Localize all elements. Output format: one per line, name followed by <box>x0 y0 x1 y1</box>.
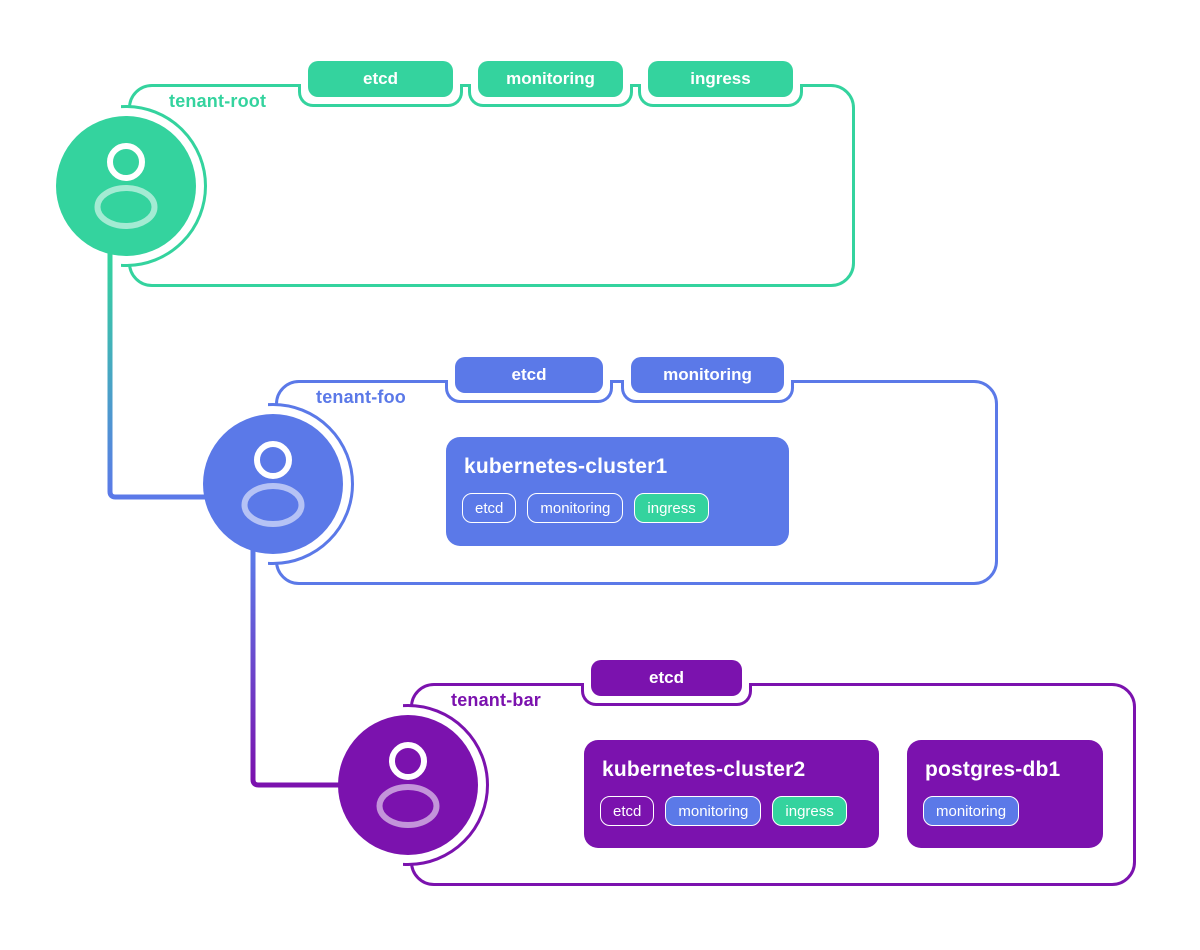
chip-row: etcd monitoring ingress <box>462 493 773 523</box>
user-icon <box>241 441 305 527</box>
card-title: postgres-db1 <box>925 758 1061 781</box>
tenant-tag: etcd <box>445 357 613 403</box>
tenant-box-root: tenant-root etcd monitoring ingress <box>128 61 855 287</box>
tenant-box-foo: tenant-foo etcd monitoring kubernetes-cl… <box>275 357 998 585</box>
tag-ingress: ingress <box>648 61 793 97</box>
connector-root-foo <box>107 248 207 500</box>
tenant-label: tenant-foo <box>316 387 406 407</box>
chip-row: monitoring <box>923 796 1087 826</box>
tenant-tag: monitoring <box>621 357 794 403</box>
chip-ingress: ingress <box>772 796 847 826</box>
tenant-tag: etcd <box>581 660 752 706</box>
tenant-label: tenant-root <box>169 91 267 111</box>
tenant-label: tenant-bar <box>451 690 542 710</box>
tenant-tag: monitoring <box>468 61 633 107</box>
tag-etcd: etcd <box>591 660 742 696</box>
avatar <box>338 715 478 855</box>
card-title: kubernetes-cluster2 <box>602 758 806 781</box>
chip-etcd: etcd <box>462 493 517 523</box>
chip-etcd: etcd <box>600 796 655 826</box>
connector-foo-bar <box>250 545 362 788</box>
workload-card-kubernetes-cluster1: kubernetes-cluster1 etcd monitoring ingr… <box>446 437 789 546</box>
tag-monitoring: monitoring <box>478 61 623 97</box>
card-title: kubernetes-cluster1 <box>464 455 668 478</box>
tag-etcd: etcd <box>455 357 603 393</box>
tag-monitoring: monitoring <box>631 357 784 393</box>
tenant-tag: ingress <box>638 61 803 107</box>
chip-monitoring: monitoring <box>665 796 762 826</box>
tag-etcd: etcd <box>308 61 453 97</box>
workload-card-kubernetes-cluster2: kubernetes-cluster2 etcd monitoring ingr… <box>584 740 879 848</box>
chip-monitoring: monitoring <box>923 796 1020 826</box>
workload-card-postgres-db1: postgres-db1 monitoring <box>907 740 1103 848</box>
user-icon <box>376 742 440 828</box>
chip-monitoring: monitoring <box>527 493 624 523</box>
avatar <box>203 414 343 554</box>
user-icon <box>94 143 158 229</box>
tenant-box-bar: tenant-bar etcd kubernetes-cluster2 etcd… <box>410 660 1136 886</box>
chip-ingress: ingress <box>634 493 709 523</box>
tenant-tag: etcd <box>298 61 463 107</box>
avatar <box>56 116 196 256</box>
chip-row: etcd monitoring ingress <box>600 796 863 826</box>
